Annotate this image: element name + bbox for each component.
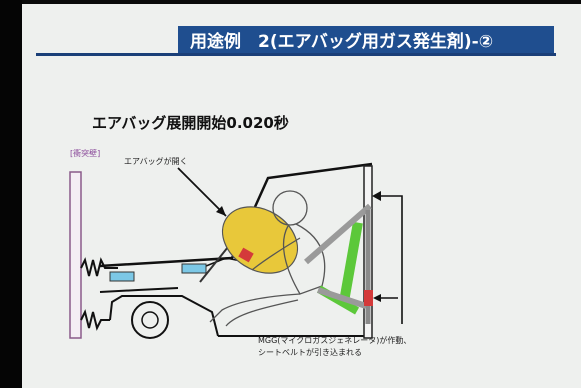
- seatbelt-shoulder: [304, 203, 372, 265]
- seatbelt-lap: [317, 287, 367, 309]
- title-bar: [178, 26, 554, 54]
- steering-column: [199, 241, 233, 283]
- front-wheel-hub: [141, 311, 159, 329]
- left-dark-edge: [0, 0, 22, 388]
- lower-spring: [80, 309, 110, 331]
- sensor-box-1: [109, 271, 135, 282]
- title-bar-underline: [36, 53, 556, 56]
- mgg-pretensioner: [364, 290, 373, 306]
- car-front-lower: [99, 287, 179, 293]
- occupant-arm: [251, 237, 301, 271]
- crash-wall: [69, 171, 82, 339]
- sensor-box-2: [181, 263, 207, 274]
- mgg-annotation-line1: MGG(マイクロガスジェネレータ)が作動、: [258, 335, 411, 345]
- seat-back: [339, 221, 363, 303]
- slide-subtitle: エアバッグ展開開始0.020秒: [92, 114, 289, 132]
- occupant-head: [272, 190, 308, 226]
- belt-pull-arrowhead: [372, 191, 381, 201]
- mgg-annotation-line2: シートベルトが引き込まれる: [258, 347, 362, 357]
- mgg-callout-arrowhead: [373, 294, 381, 302]
- occupant-legs: [209, 293, 301, 327]
- inflator-module: [238, 247, 254, 263]
- car-bumper: [109, 295, 219, 337]
- airbag-callout-arrowhead: [216, 206, 226, 216]
- belt-pull-arrow: [380, 195, 403, 324]
- wall-label: [衝突壁]: [70, 148, 100, 158]
- airbag-callout-arrow: [177, 167, 227, 217]
- airbag-annotation: エアバッグが開く: [124, 156, 188, 166]
- slide-title: 用途例 2(エアバッグ用ガス発生剤)-②: [190, 31, 493, 52]
- front-wheel: [131, 301, 169, 339]
- occupant-torso: [282, 223, 326, 295]
